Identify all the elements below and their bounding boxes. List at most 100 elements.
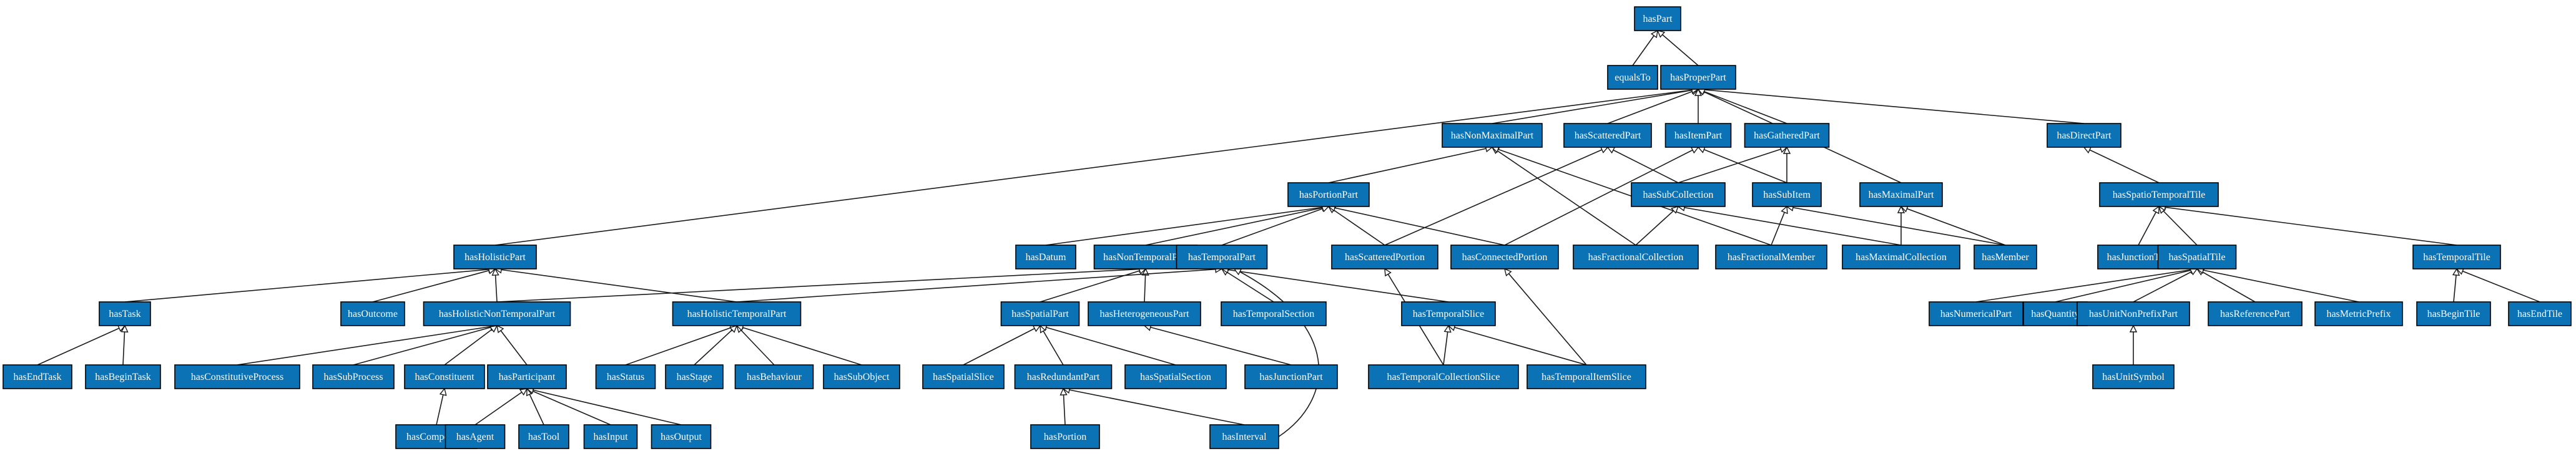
node-has-task[interactable]: hasTask bbox=[99, 301, 151, 326]
node-has-stage[interactable]: hasStage bbox=[665, 364, 724, 389]
node-box bbox=[312, 364, 395, 389]
node-label: hasOutcome bbox=[348, 309, 398, 319]
node-box bbox=[1368, 364, 1519, 389]
edge-has-maximal-collection-to-has-sub-collection bbox=[1678, 206, 1902, 246]
node-has-datum[interactable]: hasDatum bbox=[1015, 245, 1076, 269]
node-has-behaviour[interactable]: hasBehaviour bbox=[734, 364, 814, 389]
node-label: hasTemporalPart bbox=[1188, 252, 1256, 263]
node-box bbox=[1176, 245, 1268, 269]
node-has-unit-symbol[interactable]: hasUnitSymbol bbox=[2092, 364, 2175, 389]
node-has-sub-object[interactable]: hasSubObject bbox=[823, 364, 900, 389]
node-has-scattered-portion[interactable]: hasScatteredPortion bbox=[1331, 245, 1438, 269]
node-label: hasTemporalSlice bbox=[1413, 309, 1484, 319]
node-has-interval[interactable]: hasInterval bbox=[1209, 424, 1279, 449]
node-box bbox=[672, 301, 802, 326]
edge-has-gathered-part-to-has-proper-part bbox=[1698, 89, 1787, 124]
node-has-agent[interactable]: hasAgent bbox=[445, 424, 506, 449]
node-has-temporal-item-slice[interactable]: hasTemporalItemSlice bbox=[1526, 364, 1646, 389]
node-label: hasEndTile bbox=[2517, 309, 2562, 319]
node-box bbox=[2412, 245, 2501, 269]
node-has-spatio-temporal-tile[interactable]: hasSpatioTemporalTile bbox=[2099, 182, 2219, 207]
node-has-spatial-part[interactable]: hasSpatialPart bbox=[1000, 301, 1080, 326]
node-has-temporal-slice[interactable]: hasTemporalSlice bbox=[1401, 301, 1496, 326]
node-label: hasConnectedPortion bbox=[1462, 252, 1548, 263]
node-label: hasMaximalPart bbox=[1869, 190, 1934, 200]
node-has-tool[interactable]: hasTool bbox=[518, 424, 569, 449]
node-has-input[interactable]: hasInput bbox=[583, 424, 638, 449]
node-has-heterogeneous-part[interactable]: hasHeterogeneousPart bbox=[1088, 301, 1201, 326]
node-has-portion-part[interactable]: hasPortionPart bbox=[1287, 182, 1370, 207]
node-has-begin-tile[interactable]: hasBeginTile bbox=[2416, 301, 2491, 326]
node-label: hasUnitSymbol bbox=[2102, 372, 2165, 382]
node-has-unit-non-prefix-part[interactable]: hasUnitNonPrefixPart bbox=[2077, 301, 2190, 326]
node-has-output[interactable]: hasOutput bbox=[651, 424, 712, 449]
node-has-holistic-non-temporal-part[interactable]: hasHolisticNonTemporalPart bbox=[423, 301, 571, 326]
node-has-quantity[interactable]: hasQuantity bbox=[2023, 301, 2088, 326]
edge-has-spatial-slice-to-has-spatial-part bbox=[963, 326, 1040, 366]
node-has-holistic-temporal-part[interactable]: hasHolisticTemporalPart bbox=[672, 301, 802, 326]
node-has-maximal-collection[interactable]: hasMaximalCollection bbox=[1842, 245, 1960, 269]
edge-has-holistic-temporal-part-to-has-holistic-part bbox=[495, 269, 737, 303]
node-has-maximal-part[interactable]: hasMaximalPart bbox=[1859, 182, 1943, 207]
node-has-outcome[interactable]: hasOutcome bbox=[340, 301, 405, 326]
node-has-reference-part[interactable]: hasReferencePart bbox=[2208, 301, 2303, 326]
node-has-proper-part[interactable]: hasProperPart bbox=[1660, 65, 1736, 90]
node-has-fractional-collection[interactable]: hasFractionalCollection bbox=[1573, 245, 1699, 269]
node-has-sub-item[interactable]: hasSubItem bbox=[1752, 182, 1822, 207]
node-box bbox=[1842, 245, 1960, 269]
node-box bbox=[2208, 301, 2303, 326]
node-has-junction-part[interactable]: hasJunctionPart bbox=[1244, 364, 1338, 389]
node-has-temporal-tile[interactable]: hasTemporalTile bbox=[2412, 245, 2501, 269]
node-box bbox=[1209, 424, 1279, 449]
edge-has-spatial-part-to-has-non-temporal-part bbox=[1040, 269, 1146, 303]
node-box bbox=[595, 364, 656, 389]
edge-has-redundant-part-to-has-spatial-part bbox=[1040, 326, 1064, 366]
edge-has-non-maximal-part-to-has-proper-part bbox=[1492, 89, 1698, 124]
node-has-member[interactable]: hasMember bbox=[1974, 245, 2037, 269]
node-box bbox=[85, 364, 161, 389]
node-has-temporal-part[interactable]: hasTemporalPart bbox=[1176, 245, 1268, 269]
node-has-scattered-part[interactable]: hasScatteredPart bbox=[1563, 123, 1652, 148]
node-box bbox=[1088, 301, 1201, 326]
node-has-spatial-section[interactable]: hasSpatialSection bbox=[1124, 364, 1227, 389]
node-has-status[interactable]: hasStatus bbox=[595, 364, 656, 389]
node-has-sub-collection[interactable]: hasSubCollection bbox=[1631, 182, 1726, 207]
node-has-begin-task[interactable]: hasBeginTask bbox=[85, 364, 161, 389]
node-has-temporal-section[interactable]: hasTemporalSection bbox=[1221, 301, 1327, 326]
node-has-direct-part[interactable]: hasDirectPart bbox=[2047, 123, 2121, 148]
node-has-participant[interactable]: hasParticipant bbox=[487, 364, 567, 389]
node-box bbox=[1014, 364, 1113, 389]
edge-has-spatio-temporal-tile-to-has-direct-part bbox=[2084, 147, 2160, 183]
node-has-sub-process[interactable]: hasSubProcess bbox=[312, 364, 395, 389]
node-box bbox=[1244, 364, 1338, 389]
edge-has-datum-to-has-portion-part bbox=[1045, 206, 1329, 246]
edge-has-portion-part-to-has-non-maximal-part bbox=[1328, 147, 1492, 183]
node-has-metric-prefix[interactable]: hasMetricPrefix bbox=[2314, 301, 2403, 326]
node-has-holistic-part[interactable]: hasHolisticPart bbox=[453, 245, 537, 269]
edge-has-direct-part-to-has-proper-part bbox=[1698, 89, 2085, 124]
node-has-non-maximal-part[interactable]: hasNonMaximalPart bbox=[1442, 123, 1543, 148]
node-has-numerical-part[interactable]: hasNumericalPart bbox=[1929, 301, 2023, 326]
node-box bbox=[665, 364, 724, 389]
node-has-item-part[interactable]: hasItemPart bbox=[1664, 123, 1732, 148]
node-has-fractional-member[interactable]: hasFractionalMember bbox=[1715, 245, 1827, 269]
node-has-spatial-slice[interactable]: hasSpatialSlice bbox=[922, 364, 1005, 389]
node-equals-to[interactable]: equalsTo bbox=[1607, 65, 1658, 90]
node-has-part[interactable]: hasPart bbox=[1634, 6, 1681, 31]
node-has-connected-portion[interactable]: hasConnectedPortion bbox=[1450, 245, 1559, 269]
node-has-constitutive-process[interactable]: hasConstitutiveProcess bbox=[174, 364, 300, 389]
node-box bbox=[2092, 364, 2175, 389]
edge-has-end-task-to-has-task bbox=[37, 326, 125, 366]
node-has-spatial-tile[interactable]: hasSpatialTile bbox=[2157, 245, 2237, 269]
node-has-end-tile[interactable]: hasEndTile bbox=[2508, 301, 2572, 326]
node-has-constituent[interactable]: hasConstituent bbox=[404, 364, 485, 389]
node-has-redundant-part[interactable]: hasRedundantPart bbox=[1014, 364, 1113, 389]
node-has-end-task[interactable]: hasEndTask bbox=[2, 364, 72, 389]
node-label: hasAgent bbox=[456, 432, 494, 442]
node-box bbox=[1015, 245, 1076, 269]
node-label: hasSubProcess bbox=[323, 372, 383, 382]
node-has-gathered-part[interactable]: hasGatheredPart bbox=[1744, 123, 1830, 148]
node-has-portion[interactable]: hasPortion bbox=[1030, 424, 1100, 449]
node-has-temporal-collection-slice[interactable]: hasTemporalCollectionSlice bbox=[1368, 364, 1519, 389]
